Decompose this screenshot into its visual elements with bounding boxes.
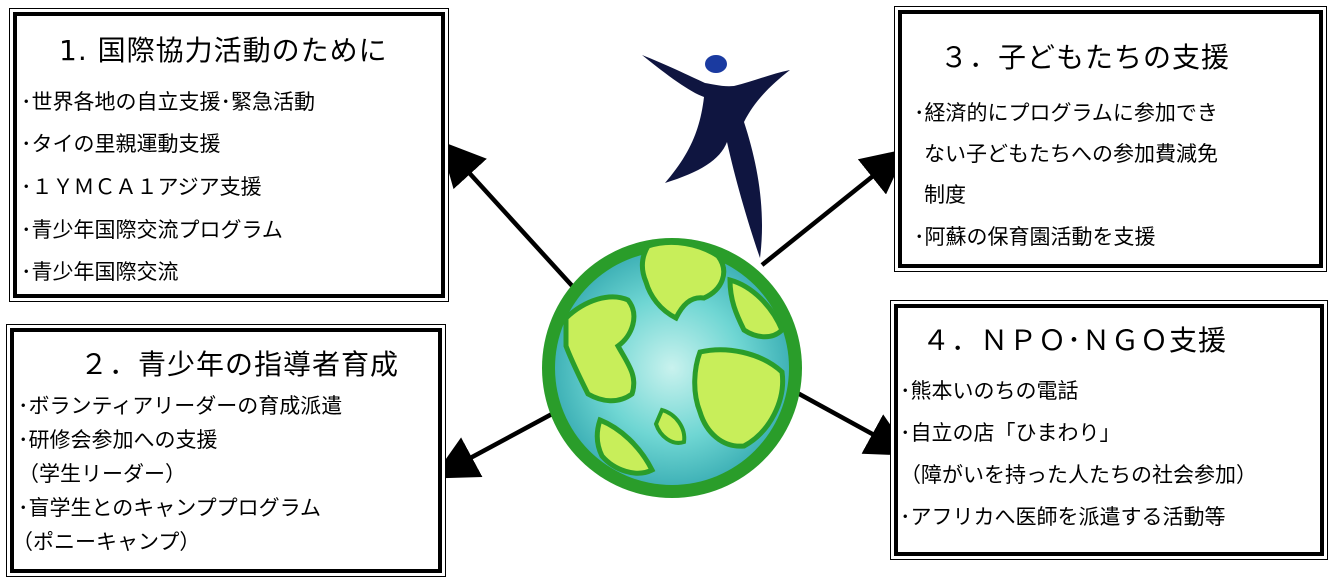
box-3-item: ･経済的にプログラムに参加でき [914,101,1218,125]
box-4-item: ･自立の店「ひまわり」 [900,421,1121,445]
arrow-to-box-1 [439,140,587,302]
arrow-to-box-3 [760,148,908,267]
box-1-title: 1. 国際協力活動のために [59,34,388,67]
box-4-item: ･アフリカへ医師を派遣する活動等 [900,505,1226,529]
box-2-item: ･盲学生とのキャンププログラム [18,496,322,520]
arrow-to-box-4 [790,388,912,456]
box-children-support: ３．子どもたちの支援 ･経済的にプログラムに参加でき ない子どもたちへの参加費減… [894,6,1327,272]
box-2-item: （学生リーダー） [18,462,186,486]
globe-icon [542,238,802,498]
box-3-item: ･阿蘇の保育園活動を支援 [914,225,1156,249]
box-3-item: 制度 [924,183,966,207]
box-3-item: ない子どもたちへの参加費減免 [924,142,1218,166]
box-1-item: ･世界各地の自立支援･緊急活動 [21,90,315,114]
box-international-cooperation: 1. 国際協力活動のために ･世界各地の自立支援･緊急活動 ･タイの里親運動支援… [9,8,449,302]
box-2-title: ２．青少年の指導者育成 [80,348,400,381]
box-4-item: ･熊本いのちの電話 [900,379,1079,403]
box-2-item: ･ボランティアリーダーの育成派遣 [18,394,343,418]
box-youth-leader-training: ２．青少年の指導者育成 ･ボランティアリーダーの育成派遣 ･研修会参加への支援 … [6,324,446,577]
box-2-item: （ポニーキャンプ） [12,530,201,554]
box-1-item: ･タイの里親運動支援 [21,132,221,156]
box-npo-ngo-support: ４．ＮＰＯ･ＮＧＯ支援 ･熊本いのちの電話 ･自立の店「ひまわり」 （障がいを持… [890,300,1328,560]
box-1-item: ･１ＹＭＣＡ１アジア支援 [21,175,262,199]
box-4-item: （障がいを持った人たちの社会参加） [900,463,1257,487]
box-1-item: ･青少年国際交流プログラム [21,218,283,242]
box-1-item: ･青少年国際交流 [21,260,179,284]
box-2-item: ･研修会参加への支援 [18,428,218,452]
box-3-title: ３．子どもたちの支援 [940,41,1231,74]
person-icon [642,55,790,258]
box-4-title: ４．ＮＰＯ･ＮＧＯ支援 [922,324,1228,357]
